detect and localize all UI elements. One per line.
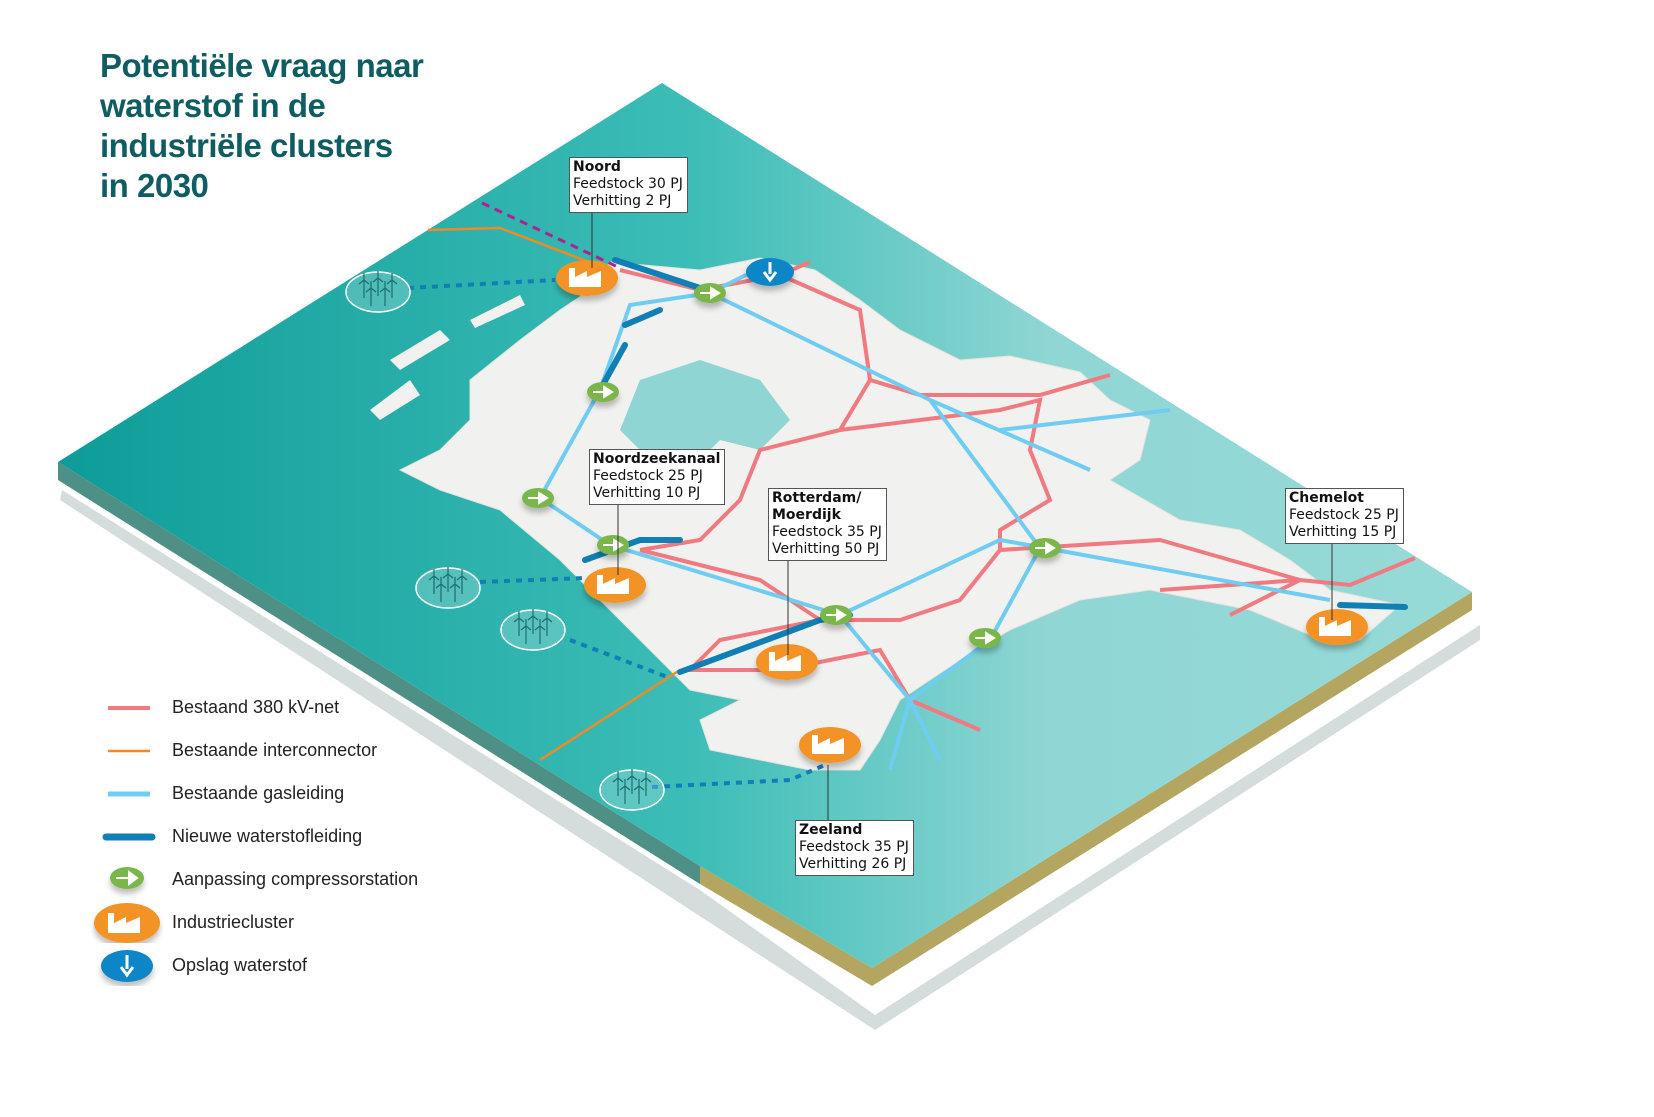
compressor-icon	[522, 488, 554, 508]
compressor-icon	[694, 283, 726, 303]
cluster-name: Noordzeekanaal	[593, 451, 721, 467]
hydrogen-pipe-line-icon	[102, 833, 156, 840]
cluster-feedstock: Feedstock 25 PJ	[1289, 507, 1399, 523]
compressor-icon	[587, 382, 619, 402]
legend-label: Bestaande gasleiding	[172, 783, 345, 803]
legend-item: Bestaande gasleiding	[92, 772, 418, 815]
wind-turbine-icon	[435, 577, 447, 602]
hydrogen-pipelines	[582, 257, 1408, 675]
interconnectors	[427, 226, 681, 762]
compressor-icon	[110, 866, 144, 889]
offshore-connections	[407, 278, 826, 789]
legend-item: Nieuwe waterstofleiding	[92, 815, 418, 858]
ijsselmeer	[620, 360, 790, 470]
cluster-feedstock: Feedstock 30 PJ	[573, 176, 683, 192]
callout-chemelot: Chemelot Feedstock 25 PJ Verhitting 15 P…	[1285, 488, 1404, 544]
wind-turbine-icon	[534, 619, 546, 644]
cluster-verhitting: Verhitting 50 PJ	[772, 541, 880, 557]
wind-turbine-icon	[386, 273, 398, 298]
title-line: in 2030	[100, 167, 209, 204]
cluster-name: Rotterdam/	[772, 490, 862, 506]
factory-icon	[94, 902, 160, 943]
callout-leaders	[591, 210, 1333, 822]
cluster-feedstock: Feedstock 25 PJ	[593, 468, 703, 484]
wind-turbine-icon	[513, 611, 525, 636]
legend-item: Bestaande interconnector	[92, 729, 418, 772]
wind-turbine-icon	[619, 779, 631, 804]
title-line: Potentiële vraag naar	[100, 47, 424, 84]
callout-rotterdam-moerdijk: Rotterdam/ Moerdijk Feedstock 35 PJ Verh…	[768, 488, 887, 561]
legend-label: Bestaande interconnector	[172, 740, 378, 760]
compressor-icon	[969, 628, 1001, 648]
power-line-icon	[108, 705, 150, 710]
cluster-verhitting: Verhitting 2 PJ	[573, 193, 672, 209]
legend-label: Aanpassing compressorstation	[172, 869, 419, 889]
wind-turbine-icon	[428, 569, 440, 594]
factory-icon	[756, 644, 818, 680]
factory-icon	[584, 567, 646, 603]
storage-icon	[101, 949, 153, 982]
legend-item: Bestaand 380 kV-net	[92, 686, 418, 729]
compressor-icon	[1029, 538, 1061, 558]
wind-turbine-icon	[449, 577, 461, 602]
cluster-name: Chemelot	[1289, 490, 1364, 506]
legend-label: Bestaand 380 kV-net	[172, 697, 340, 717]
wind-turbine-icon	[520, 619, 532, 644]
interconnector-line-icon	[108, 749, 150, 752]
legend-item: Aanpassing compressorstation	[92, 858, 418, 901]
gas-pipe-line-icon	[108, 791, 150, 796]
wind-turbine-icon	[626, 769, 638, 794]
cluster-feedstock: Feedstock 35 PJ	[772, 524, 882, 540]
factory-icon	[556, 260, 618, 296]
legend-item: Industriecluster	[92, 901, 418, 944]
legend-label: Nieuwe waterstofleiding	[172, 826, 363, 846]
wind-turbine-icon	[379, 281, 391, 306]
wind-turbine-icon	[640, 771, 652, 796]
industrial-clusters	[556, 260, 1368, 763]
slab-side-left	[58, 462, 700, 884]
cluster-verhitting: Verhitting 26 PJ	[799, 856, 907, 872]
storage-icon	[746, 258, 794, 286]
factory-icon	[799, 727, 861, 763]
power-lines	[619, 260, 1416, 732]
wind-turbine-icon	[456, 569, 468, 594]
legend-label: Opslag waterstof	[172, 955, 308, 975]
wind-turbine-icon	[372, 271, 384, 296]
wind-turbine-icon	[365, 281, 377, 306]
compressor-icon	[820, 605, 852, 625]
callout-noordzeekanaal: Noordzeekanaal Feedstock 25 PJ Verhittin…	[589, 449, 726, 505]
wind-turbine-icon	[541, 611, 553, 636]
cluster-verhitting: Verhitting 15 PJ	[1289, 524, 1397, 540]
compressor-icon	[597, 535, 629, 555]
factory-icon	[1306, 609, 1368, 645]
cluster-verhitting: Verhitting 10 PJ	[593, 485, 701, 501]
legend-label: Industriecluster	[172, 912, 295, 932]
cluster-name: Moerdijk	[772, 507, 841, 523]
wind-turbine-icon	[527, 609, 539, 634]
page-title: Potentiële vraag naar waterstof in de in…	[100, 46, 480, 206]
title-line: industriële clusters	[100, 127, 393, 164]
callout-zeeland: Zeeland Feedstock 35 PJ Verhitting 26 PJ	[795, 820, 914, 876]
wind-turbine-icon	[612, 771, 624, 796]
cluster-name: Zeeland	[799, 822, 863, 838]
wind-turbine-icon	[358, 273, 370, 298]
cluster-name: Noord	[573, 159, 621, 175]
legend-item: Opslag waterstof	[92, 944, 418, 987]
callout-noord: Noord Feedstock 30 PJ Verhitting 2 PJ	[569, 157, 688, 213]
title-line: waterstof in de	[100, 87, 326, 124]
wind-turbine-icons	[358, 271, 652, 804]
interconnector-planned	[481, 201, 621, 270]
wind-turbine-icon	[633, 779, 645, 804]
wind-turbine-icon	[442, 567, 454, 592]
wadden-islands	[370, 295, 525, 420]
cluster-feedstock: Feedstock 35 PJ	[799, 839, 909, 855]
compressor-stations	[522, 283, 1061, 648]
legend: Bestaand 380 kV-net Bestaande interconne…	[92, 686, 418, 987]
